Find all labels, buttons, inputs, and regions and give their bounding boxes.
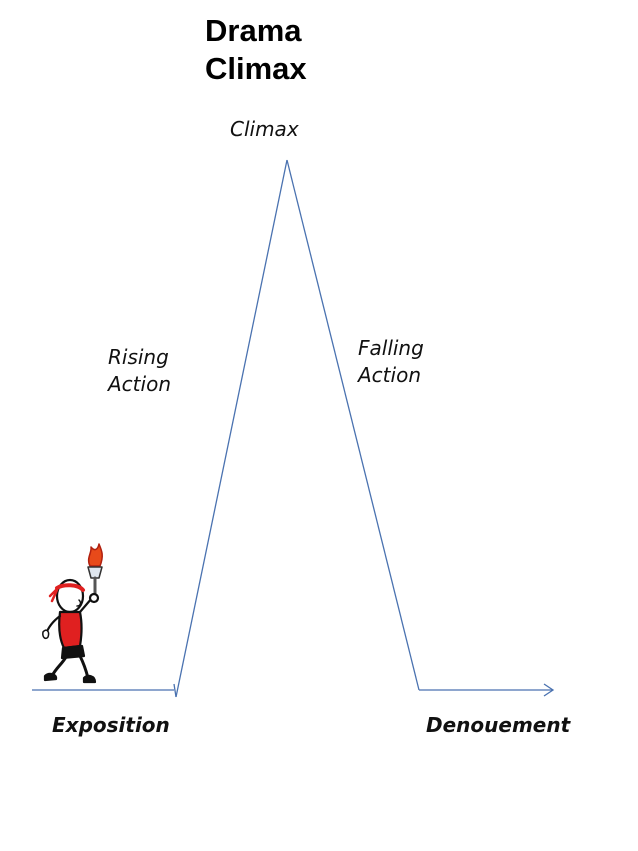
title-line-1: Drama	[205, 13, 302, 48]
rising-action-line	[175, 159, 288, 698]
title-line-2: Climax	[205, 51, 307, 86]
exposition-label: Exposition	[52, 713, 170, 737]
rise-start-tick	[173, 683, 177, 698]
climax-label: Climax	[230, 117, 299, 141]
arrow-head-icon	[543, 683, 555, 697]
rising-action-label-line-1: Rising	[108, 345, 169, 369]
falling-action-label-line-2: Action	[358, 363, 421, 387]
falling-action-line	[286, 159, 420, 691]
page-title: Drama Climax	[205, 12, 307, 88]
denouement-label: Denouement	[426, 713, 571, 737]
runner-with-torch-icon	[42, 543, 103, 684]
falling-action-label-line-1: Falling	[358, 336, 424, 360]
rising-action-label: Rising Action	[108, 344, 171, 398]
falling-action-label: Falling Action	[358, 335, 424, 389]
rising-action-label-line-2: Action	[108, 372, 171, 396]
